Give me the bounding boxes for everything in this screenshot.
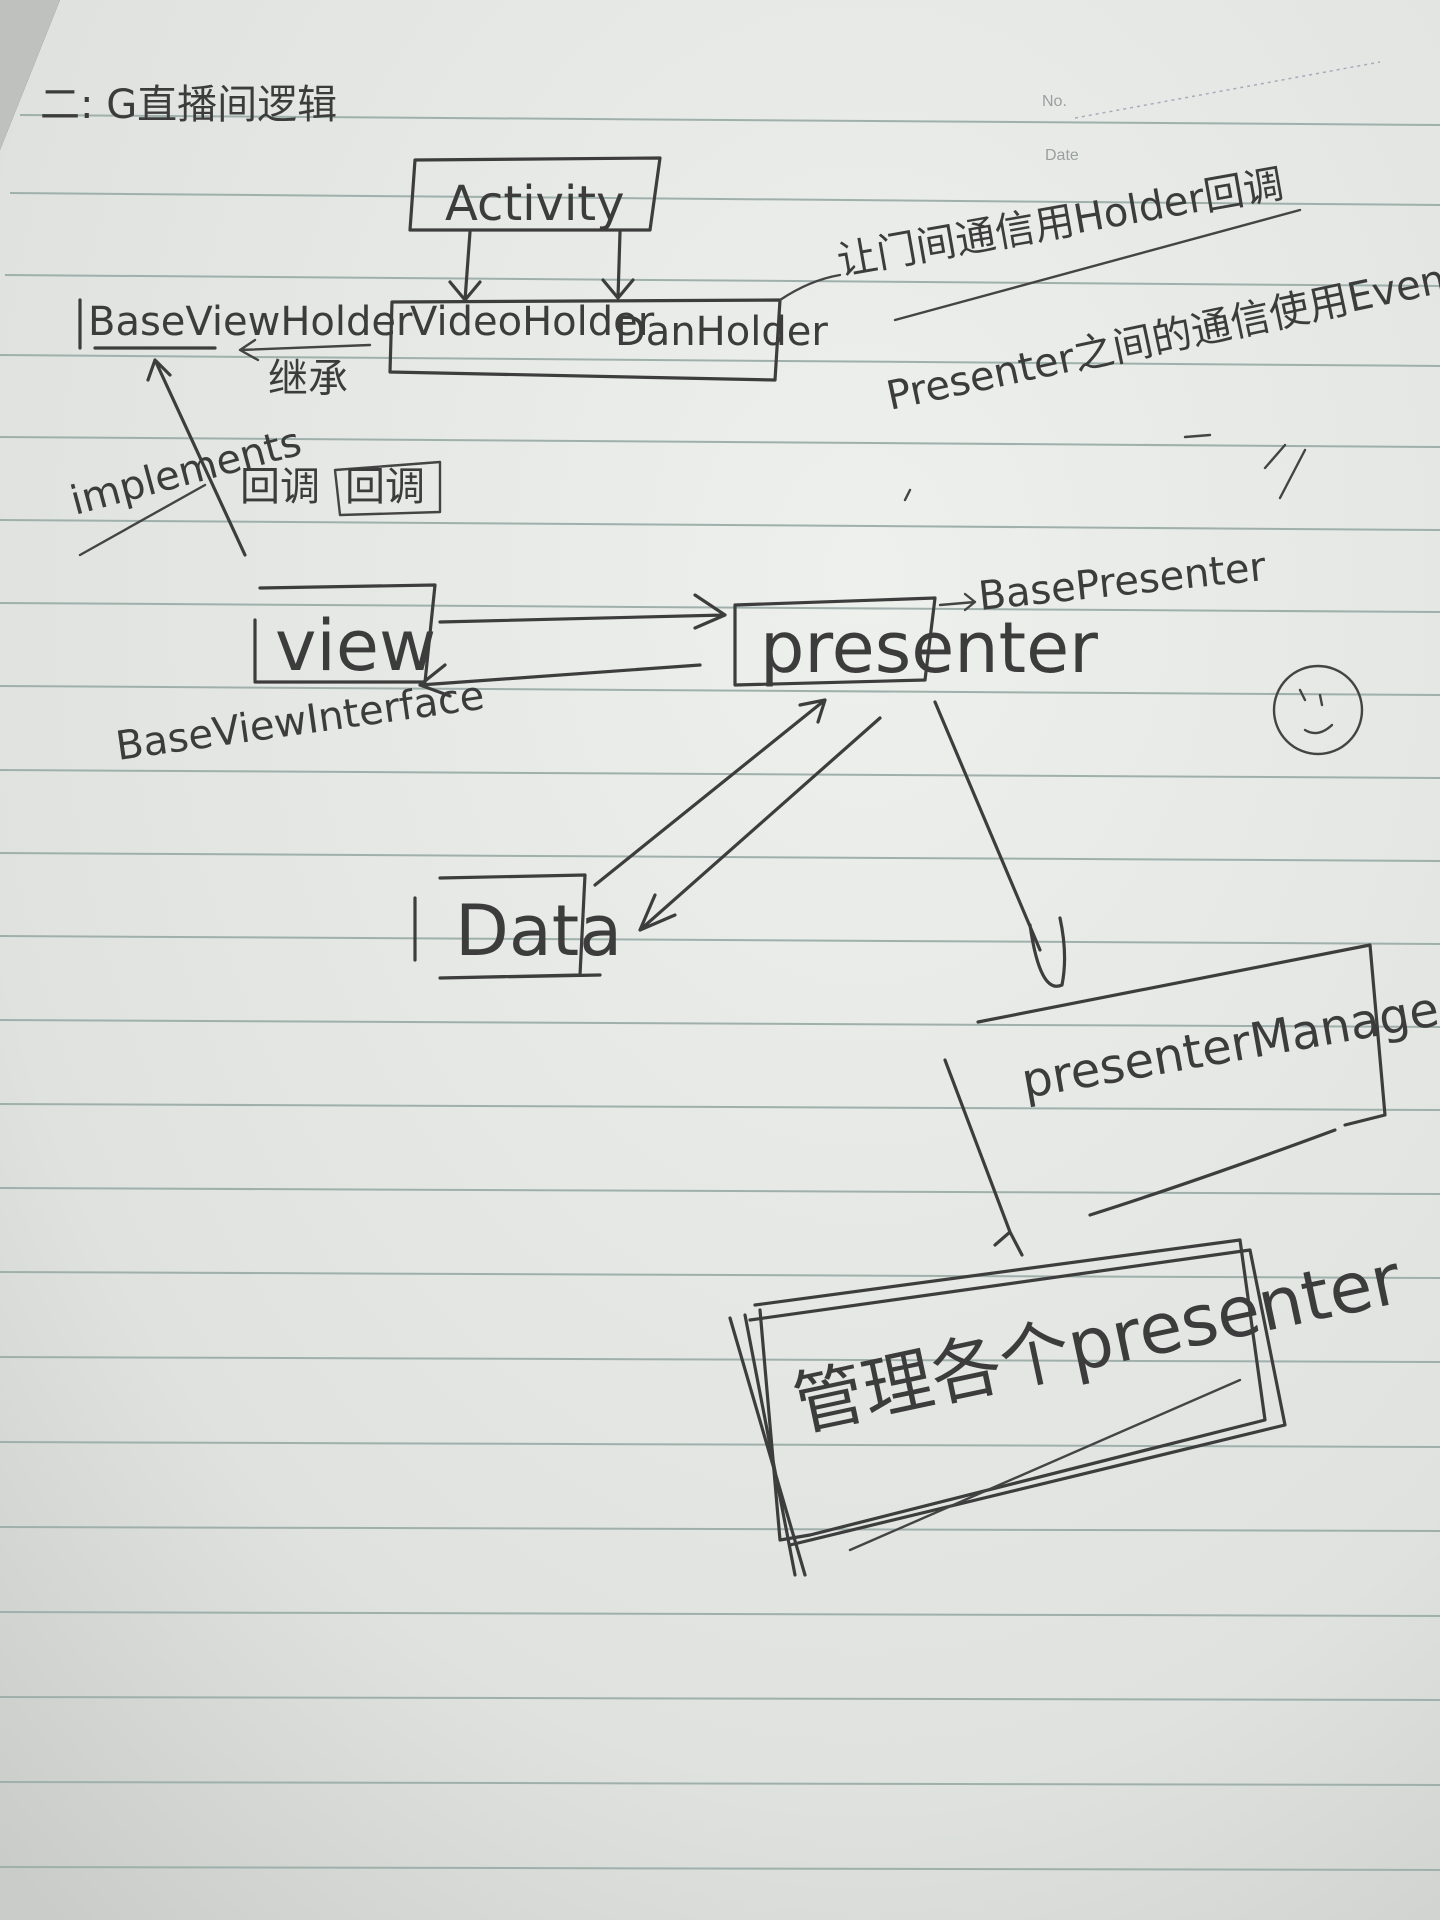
ruled-lines: [0, 114, 1440, 1871]
view-label: view: [275, 605, 436, 687]
view-node: view: [253, 583, 437, 687]
presenter-to-view-arrow: [418, 663, 702, 698]
inherit-arrow: [238, 338, 372, 362]
baseholder-label: BaseViewHolder: [88, 299, 413, 345]
page-title: 二: G直播间逻辑: [40, 82, 337, 128]
danholder-label: DanHolder: [615, 309, 828, 355]
videoholder-label: VideoHolder: [410, 299, 655, 345]
manager-to-big-box-arrow: [943, 1058, 1024, 1257]
date-label: Date: [1045, 147, 1079, 164]
data-to-presenter-arrow: [593, 698, 827, 887]
holder-container-node: VideoHolder DanHolder: [388, 298, 828, 382]
scribble-marks: [903, 433, 1307, 502]
basepresenter-arrow: [938, 592, 977, 612]
presenter-label: presenter: [760, 607, 1098, 689]
presenter-to-manager-arrow: [933, 700, 1067, 988]
inherit-label: 继承: [268, 356, 348, 402]
paper-corner-dark: [0, 0, 60, 150]
implements-arrow: [146, 358, 247, 557]
presenter-to-data-arrow: [638, 716, 882, 932]
callback-label: 回调: [240, 464, 320, 510]
activity-node: Activity: [408, 156, 662, 232]
implements-underline: [78, 483, 207, 557]
view-to-presenter-arrow: [438, 593, 727, 630]
activity-to-videoholder-arrow: [448, 230, 482, 302]
activity-to-danholder-arrow: [601, 230, 635, 300]
baseholder-node: BaseViewHolder: [78, 298, 413, 350]
data-node: Data: [413, 873, 622, 980]
data-label: Data: [455, 890, 622, 972]
page-header: No. Date 二: G直播间逻辑: [40, 61, 1381, 164]
presenter-node: presenter: [733, 596, 1098, 689]
note1-arrow: [778, 273, 842, 302]
callback-box: [333, 460, 442, 517]
no-label: No.: [1042, 93, 1067, 110]
smiley-doodle: [1272, 664, 1364, 756]
callback2-label: 回调: [345, 464, 425, 510]
note1-underline: [893, 208, 1302, 322]
activity-label: Activity: [445, 176, 625, 232]
